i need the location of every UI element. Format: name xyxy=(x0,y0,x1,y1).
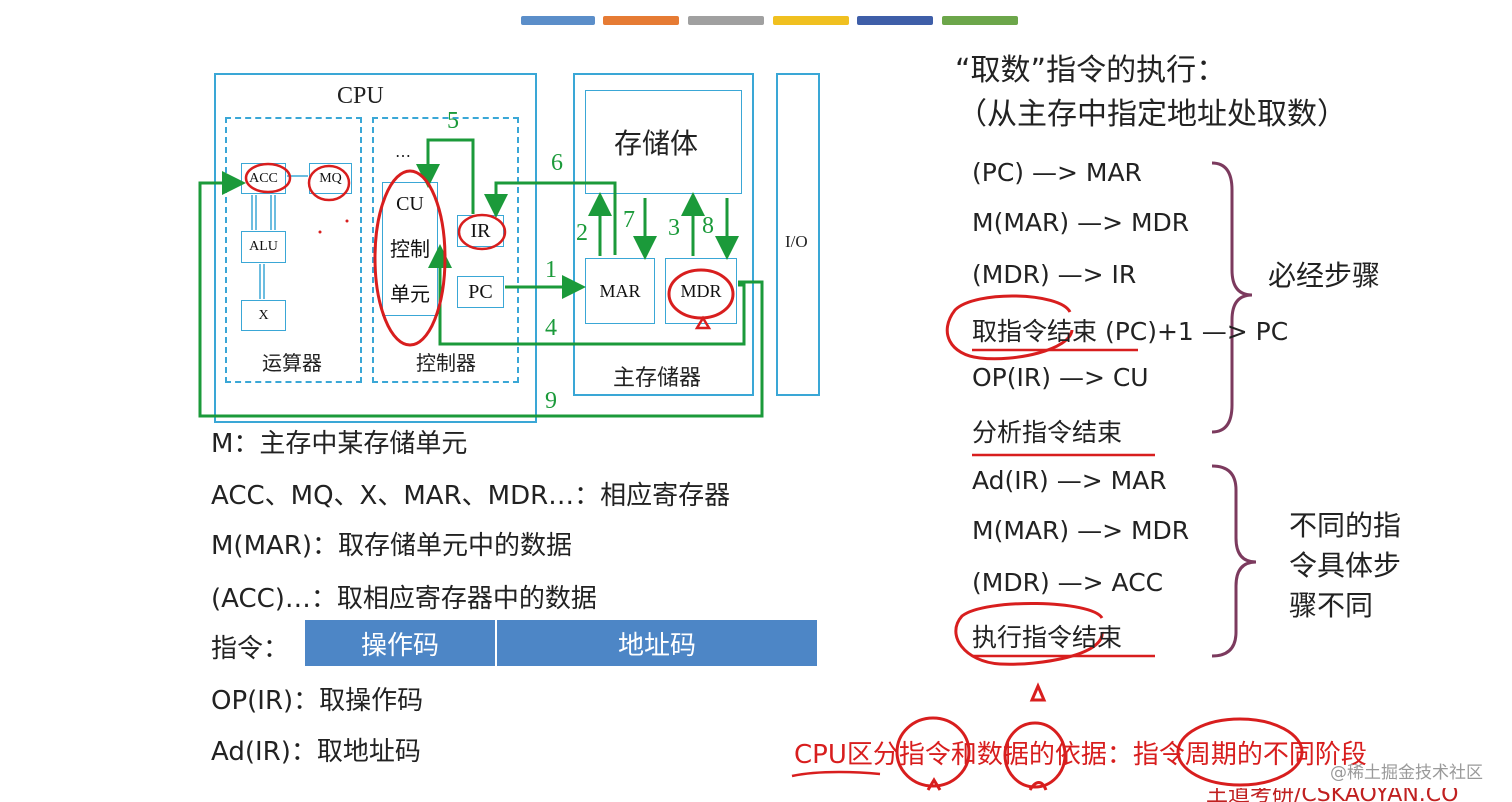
cpu-label: CPU xyxy=(337,83,384,109)
cpu-box xyxy=(214,73,537,423)
alu-section xyxy=(225,117,362,383)
address-cell: 地址码 xyxy=(497,620,817,666)
step-item: (PC) —> MAR xyxy=(972,158,1142,187)
cu-line: 单元 xyxy=(390,281,430,306)
step-item: 执行指令结束 xyxy=(972,623,1123,652)
control-section-label: 控制器 xyxy=(416,351,476,375)
step-item: M(MAR) —> MDR xyxy=(972,516,1190,545)
step-item: M(MAR) —> MDR xyxy=(972,208,1190,237)
top-bar-segment xyxy=(521,16,595,25)
ir-register: IR xyxy=(457,215,504,247)
ellipsis: … xyxy=(395,142,411,161)
main-memory-box xyxy=(573,73,754,396)
legend-m-mar: M(MAR)：取存储单元中的数据 xyxy=(211,531,573,561)
x-register: X xyxy=(241,300,286,331)
legend-op-ir: OP(IR)：取操作码 xyxy=(211,686,424,716)
common-steps-label: 必经步骤 xyxy=(1268,259,1381,292)
instruction-label: 指令： xyxy=(211,634,290,664)
step-number: 4 xyxy=(545,315,557,341)
top-bar-segment xyxy=(603,16,679,25)
cu-line: CU xyxy=(396,192,424,215)
footer-text: 王道考研/CSKAOYAN.CO xyxy=(1206,788,1459,802)
mq-register: MQ xyxy=(309,163,352,194)
control-section xyxy=(372,117,519,383)
different-steps-line: 不同的指 xyxy=(1289,509,1402,542)
step-item: Ad(IR) —> MAR xyxy=(972,466,1167,495)
legend-ad-ir: Ad(IR)：取地址码 xyxy=(211,737,421,767)
top-bar-segment xyxy=(942,16,1018,25)
step-item: 分析指令结束 xyxy=(972,418,1123,447)
step-number: 6 xyxy=(551,150,563,176)
different-steps-line: 令具体步 xyxy=(1289,549,1402,582)
step-number: 1 xyxy=(545,257,557,283)
legend-m: M：主存中某存储单元 xyxy=(211,429,468,459)
cu-unit: CU 控制 单元 xyxy=(382,182,438,316)
legend-registers: ACC、MQ、X、MAR、MDR…：相应寄存器 xyxy=(211,481,731,511)
alu-unit: ALU xyxy=(241,231,286,263)
different-steps-line: 骤不同 xyxy=(1289,589,1374,622)
step-number: 8 xyxy=(702,213,714,239)
io-box xyxy=(776,73,820,396)
legend-acc: (ACC)…：取相应寄存器中的数据 xyxy=(211,584,597,614)
top-bar-segment xyxy=(773,16,849,25)
header-line2: （从主存中指定地址处取数） xyxy=(957,97,1347,132)
step-number: 7 xyxy=(623,207,635,233)
watermark: @稀土掘金技术社区 xyxy=(1330,763,1483,783)
step-number: 2 xyxy=(576,220,588,246)
storage-label: 存储体 xyxy=(614,127,699,160)
cu-line: 控制 xyxy=(390,236,430,261)
step-number: 3 xyxy=(668,215,680,241)
instruction-format: 操作码 地址码 xyxy=(305,620,817,666)
top-bar-segment xyxy=(688,16,764,25)
top-bar-segment xyxy=(857,16,933,25)
step-number: 9 xyxy=(545,388,557,414)
red-note: CPU区分指令和数据的依据：指令周期的不同阶段 xyxy=(794,740,1367,770)
step-number: 5 xyxy=(447,108,459,134)
opcode-cell: 操作码 xyxy=(305,620,497,666)
step-item: (MDR) —> IR xyxy=(972,260,1137,289)
step-item: 取指令结束 (PC)+1 —> PC xyxy=(972,317,1289,346)
io-label: I/O xyxy=(785,232,808,251)
step-item: (MDR) —> ACC xyxy=(972,568,1164,597)
memory-section-label: 主存储器 xyxy=(613,366,702,391)
header-line1: “取数”指令的执行： xyxy=(955,53,1227,88)
pc-register: PC xyxy=(457,276,504,308)
step-item: OP(IR) —> CU xyxy=(972,363,1149,392)
alu-section-label: 运算器 xyxy=(262,351,322,375)
mar-register: MAR xyxy=(585,258,655,324)
storage-box xyxy=(585,90,742,194)
